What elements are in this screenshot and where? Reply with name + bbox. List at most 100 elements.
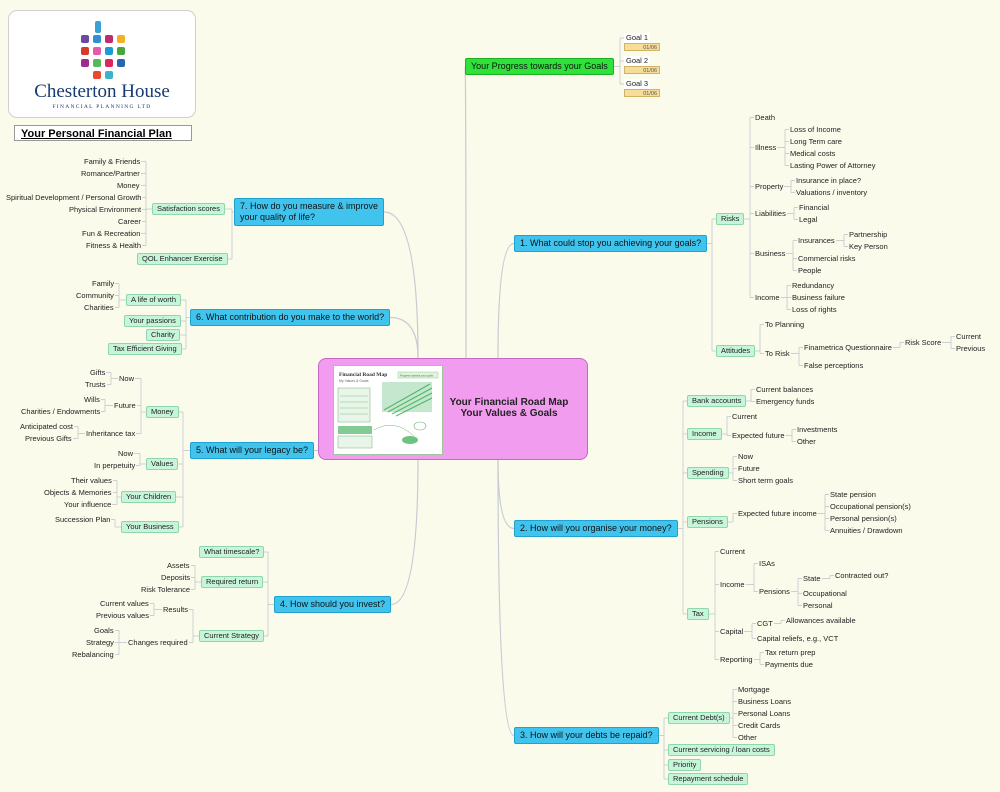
node-debts-other[interactable]: Other bbox=[738, 733, 757, 742]
node-priority[interactable]: Priority bbox=[668, 759, 702, 771]
node-short-term-goals[interactable]: Short term goals bbox=[738, 476, 794, 485]
node-spending[interactable]: Spending bbox=[687, 467, 729, 479]
node-tax-income[interactable]: Income bbox=[720, 580, 745, 589]
node-spending-now[interactable]: Now bbox=[738, 452, 754, 461]
node-gifts[interactable]: Gifts bbox=[90, 368, 106, 377]
node-fun-recreation[interactable]: Fun & Recreation bbox=[82, 229, 141, 238]
node-strategy[interactable]: Strategy bbox=[86, 638, 114, 647]
node-lasting-power-of-attorney[interactable]: Lasting Power of Attorney bbox=[790, 161, 876, 170]
node-family[interactable]: Family bbox=[92, 279, 115, 288]
node-rebalancing[interactable]: Rebalancing bbox=[72, 650, 114, 659]
node-illness[interactable]: Illness bbox=[755, 143, 777, 152]
node-payments-due[interactable]: Payments due bbox=[765, 660, 813, 669]
node-physical-environment[interactable]: Physical Environment bbox=[69, 205, 142, 214]
node-previous-score[interactable]: Previous bbox=[956, 344, 986, 353]
node-state-pension[interactable]: State pension bbox=[830, 490, 876, 499]
node-financial[interactable]: Financial bbox=[799, 203, 830, 212]
node-valuations-inventory[interactable]: Valuations / inventory bbox=[796, 188, 868, 197]
node-in-perpetuity[interactable]: In perpetuity bbox=[94, 461, 136, 470]
node-credit-cards[interactable]: Credit Cards bbox=[738, 721, 781, 730]
node-false-perceptions[interactable]: False perceptions bbox=[804, 361, 864, 370]
node-loss-of-income[interactable]: Loss of Income bbox=[790, 125, 841, 134]
node-partnership[interactable]: Partnership bbox=[849, 230, 888, 239]
node-investments[interactable]: Investments bbox=[797, 425, 838, 434]
node-finametrica[interactable]: Finametrica Questionnaire bbox=[804, 343, 892, 352]
node-satisfaction-scores[interactable]: Satisfaction scores bbox=[152, 203, 225, 215]
node-allowances-available[interactable]: Allowances available bbox=[786, 616, 856, 625]
node-business-loans[interactable]: Business Loans bbox=[738, 697, 791, 706]
node-property[interactable]: Property bbox=[755, 182, 784, 191]
node-key-person[interactable]: Key Person bbox=[849, 242, 888, 251]
node-what-timescale[interactable]: What timescale? bbox=[199, 546, 265, 558]
node-previous-gifts[interactable]: Previous Gifts bbox=[25, 434, 72, 443]
node-charity[interactable]: Charity bbox=[146, 329, 180, 341]
node-risks[interactable]: Risks bbox=[716, 213, 745, 225]
node-state[interactable]: State bbox=[803, 574, 821, 583]
node-romance-partner[interactable]: Romance/Partner bbox=[81, 169, 140, 178]
node-personal-pensions[interactable]: Personal pension(s) bbox=[830, 514, 897, 523]
node-money[interactable]: Money bbox=[146, 406, 179, 418]
node-income-other[interactable]: Other bbox=[797, 437, 816, 446]
node-occupational[interactable]: Occupational bbox=[803, 589, 847, 598]
node-spending-future[interactable]: Future bbox=[738, 464, 760, 473]
node-current-values[interactable]: Current values bbox=[100, 599, 149, 608]
node-assets[interactable]: Assets bbox=[167, 561, 190, 570]
node-trusts[interactable]: Trusts bbox=[85, 380, 106, 389]
node-career[interactable]: Career bbox=[118, 217, 141, 226]
node-isas[interactable]: ISAs bbox=[759, 559, 775, 568]
node-reporting[interactable]: Reporting bbox=[720, 655, 753, 664]
node-contracted-out[interactable]: Contracted out? bbox=[835, 571, 889, 580]
node-tax-efficient-giving[interactable]: Tax Efficient Giving bbox=[108, 343, 182, 355]
node-money-score[interactable]: Money bbox=[117, 181, 140, 190]
node-fitness-health[interactable]: Fitness & Health bbox=[86, 241, 142, 250]
node-life-of-worth[interactable]: A life of worth bbox=[126, 294, 182, 306]
node-tax-pensions[interactable]: Pensions bbox=[759, 587, 790, 596]
node-emergency-funds[interactable]: Emergency funds bbox=[756, 397, 815, 406]
node-values-now[interactable]: Now bbox=[118, 449, 134, 458]
topic-what-could-stop-you[interactable]: 1. What could stop you achieving your go… bbox=[514, 235, 708, 252]
node-legacy-now[interactable]: Now bbox=[119, 374, 135, 383]
node-capital[interactable]: Capital bbox=[720, 627, 744, 636]
node-pensions[interactable]: Pensions bbox=[687, 516, 728, 528]
node-death[interactable]: Death bbox=[755, 113, 776, 122]
node-business-failure[interactable]: Business failure bbox=[792, 293, 845, 302]
node-required-return[interactable]: Required return bbox=[201, 576, 264, 588]
node-risk-score[interactable]: Risk Score bbox=[905, 338, 942, 347]
node-goals[interactable]: Goals bbox=[94, 626, 114, 635]
node-to-risk[interactable]: To Risk bbox=[765, 349, 790, 358]
node-income-risk[interactable]: Income bbox=[755, 293, 780, 302]
node-business[interactable]: Business bbox=[755, 249, 786, 258]
topic-debts-repaid[interactable]: 3. How will your debts be repaid? bbox=[514, 727, 659, 744]
node-changes-required[interactable]: Changes required bbox=[128, 638, 188, 647]
goal-1-label[interactable]: Goal 1 bbox=[624, 33, 651, 43]
node-legacy-future[interactable]: Future bbox=[114, 401, 136, 410]
node-loss-of-rights[interactable]: Loss of rights bbox=[792, 305, 837, 314]
node-your-passions[interactable]: Your passions bbox=[124, 315, 181, 327]
node-qol-enhancer[interactable]: QOL Enhancer Exercise bbox=[137, 253, 228, 265]
node-mortgage[interactable]: Mortgage bbox=[738, 685, 770, 694]
node-legal[interactable]: Legal bbox=[799, 215, 818, 224]
node-to-planning[interactable]: To Planning bbox=[765, 320, 805, 329]
node-succession-plan[interactable]: Succession Plan bbox=[55, 515, 111, 524]
node-results[interactable]: Results bbox=[163, 605, 189, 614]
node-your-business[interactable]: Your Business bbox=[121, 521, 179, 533]
node-attitudes[interactable]: Attitudes bbox=[716, 345, 756, 357]
node-deposits[interactable]: Deposits bbox=[161, 573, 191, 582]
node-repayment-schedule[interactable]: Repayment schedule bbox=[668, 773, 749, 785]
node-tax-current[interactable]: Current bbox=[720, 547, 746, 556]
node-annuities-drawdown[interactable]: Annuities / Drawdown bbox=[830, 526, 903, 535]
node-tax-return-prep[interactable]: Tax return prep bbox=[765, 648, 816, 657]
node-redundancy[interactable]: Redundancy bbox=[792, 281, 835, 290]
node-family-friends[interactable]: Family & Friends bbox=[84, 157, 141, 166]
node-spiritual-development[interactable]: Spiritual Development / Personal Growth bbox=[6, 193, 142, 202]
central-topic[interactable]: Financial Road Map My Values & Goals Pro… bbox=[318, 358, 588, 460]
node-income-current[interactable]: Current bbox=[732, 412, 758, 421]
node-current-debts[interactable]: Current Debt(s) bbox=[668, 712, 730, 724]
node-capital-reliefs[interactable]: Capital reliefs, e.g., VCT bbox=[757, 634, 839, 643]
node-risk-tolerance[interactable]: Risk Tolerance bbox=[141, 585, 191, 594]
node-personal[interactable]: Personal bbox=[803, 601, 833, 610]
node-values[interactable]: Values bbox=[146, 458, 179, 470]
node-charities-endowments[interactable]: Charities / Endowments bbox=[21, 407, 101, 416]
topic-quality-of-life[interactable]: 7. How do you measure & improve your qua… bbox=[234, 198, 385, 226]
topic-legacy[interactable]: 5. What will your legacy be? bbox=[190, 442, 315, 459]
